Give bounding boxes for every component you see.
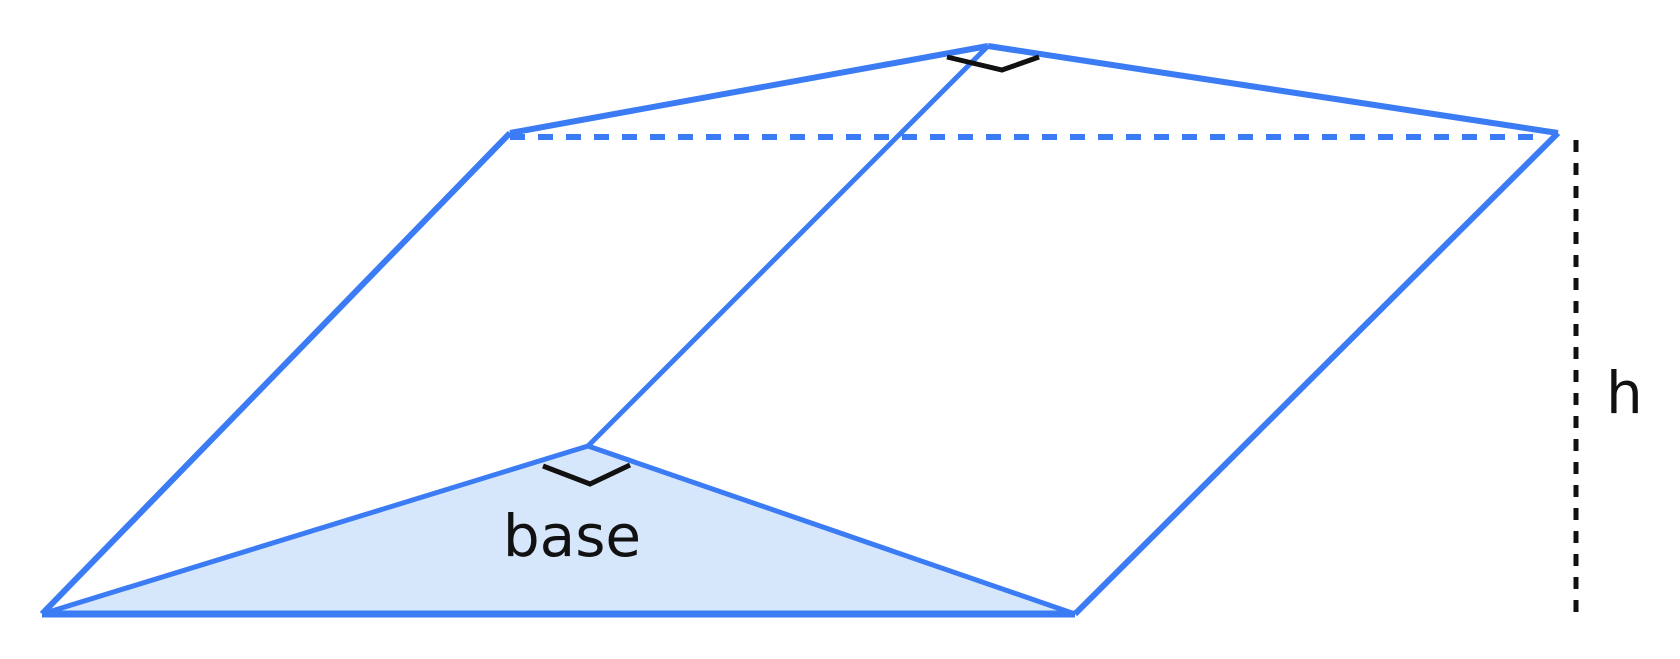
base-edge-left (41, 443, 589, 617)
lateral-edge-middle (586, 44, 990, 448)
top-edge-left (509, 43, 989, 136)
base-face (42, 446, 1075, 614)
lateral-edge-left (39, 130, 513, 617)
base-edge-right (587, 443, 1076, 617)
right-angle-marker-top (946, 54, 1040, 73)
right-angle-marker-base (542, 462, 632, 487)
height-label: h (1606, 359, 1643, 427)
base-label: base (503, 502, 641, 570)
lateral-edge-right (1072, 130, 1561, 617)
top-edge-right (987, 43, 1559, 136)
